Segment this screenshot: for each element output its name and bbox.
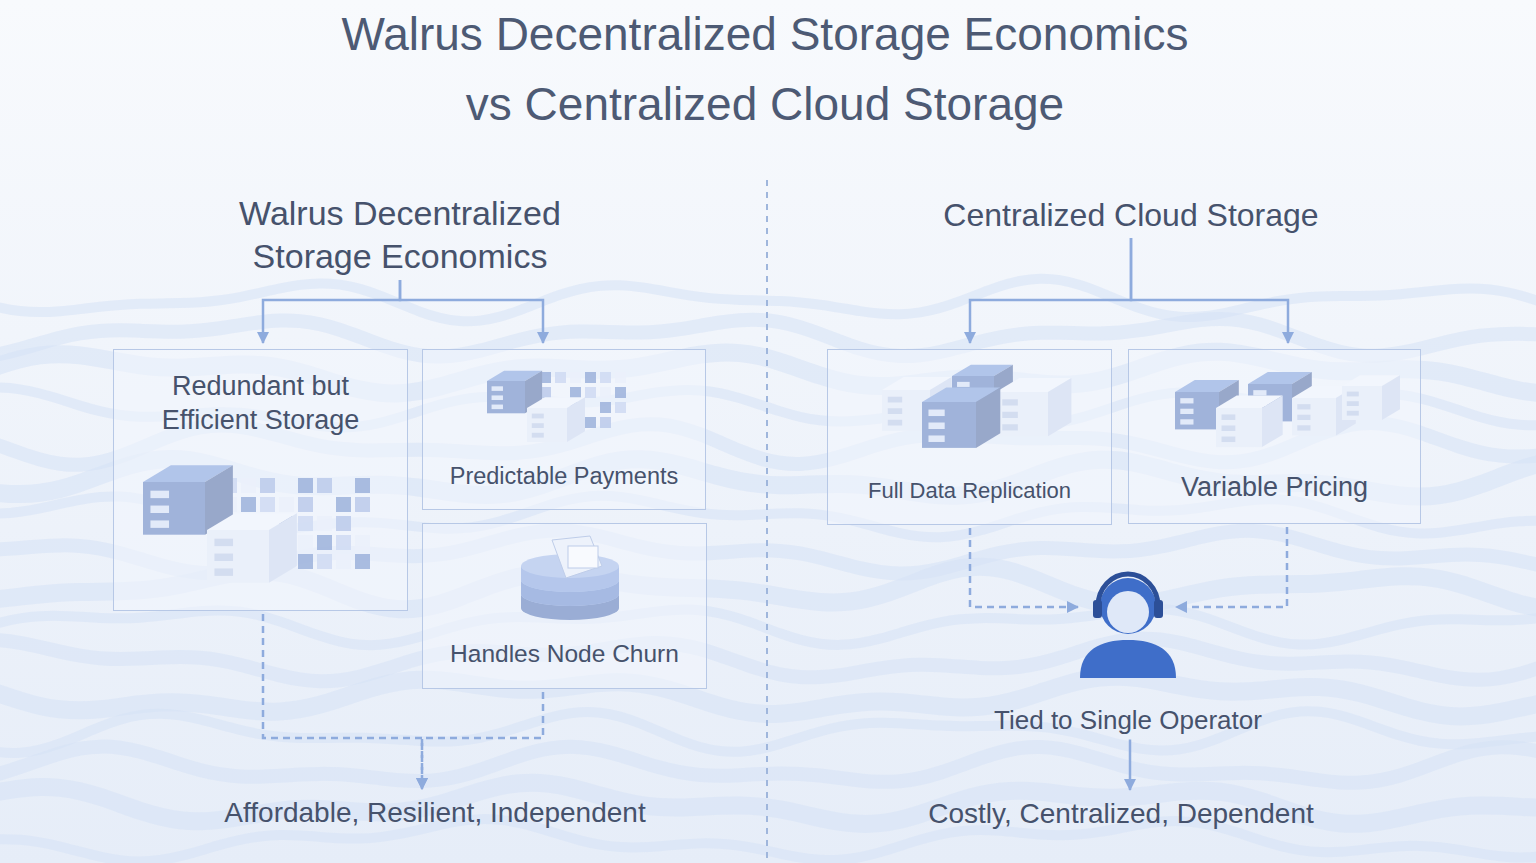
- feature-box: Predictable Payments: [422, 349, 706, 510]
- connector-arrow: [422, 692, 543, 789]
- operator-node: Tied to Single Operator: [958, 567, 1298, 737]
- box-label: Predictable Payments: [450, 462, 679, 491]
- connector-arrow: [1131, 238, 1288, 343]
- connector-arrow: [263, 280, 400, 343]
- background-texture: [0, 279, 1536, 862]
- feature-box: Full Data Replication: [827, 349, 1112, 525]
- section-heading: Centralized Cloud Storage: [891, 195, 1371, 235]
- connector-arrow: [400, 280, 543, 343]
- node-label: Costly, Centralized, Dependent: [928, 796, 1313, 831]
- operator-icon: [1080, 574, 1176, 678]
- box-label: Redundant but Efficient Storage: [124, 370, 397, 438]
- connector-arrow: [1129, 740, 1132, 791]
- node-label: Affordable, Resilient, Independent: [224, 795, 645, 830]
- outcome-text: Costly, Centralized, Dependent: [851, 796, 1391, 831]
- outcome-text: Affordable, Resilient, Independent: [160, 795, 710, 830]
- divider-line: [766, 180, 768, 863]
- connector-arrow: [970, 238, 1131, 343]
- connector-arrow: [970, 528, 1078, 607]
- section-heading: Walrus Decentralized Storage Economics: [205, 192, 595, 277]
- box-label: Variable Pricing: [1181, 471, 1368, 505]
- feature-box: Handles Node Churn: [422, 523, 707, 689]
- feature-box: Variable Pricing: [1128, 349, 1421, 524]
- feature-box: Redundant but Efficient Storage: [113, 349, 408, 611]
- box-label: Handles Node Churn: [450, 639, 679, 670]
- connector-arrow: [263, 614, 422, 789]
- box-label: Full Data Replication: [868, 477, 1071, 505]
- wave-texture: [0, 747, 1536, 783]
- connector-arrow: [1176, 527, 1287, 607]
- node-label: Tied to Single Operator: [994, 704, 1262, 737]
- node-label: Walrus Decentralized Storage Economics: [215, 192, 585, 277]
- diagram-title: Walrus Decentralized Storage Economics v…: [313, 0, 1218, 139]
- node-label: Centralized Cloud Storage: [943, 195, 1318, 235]
